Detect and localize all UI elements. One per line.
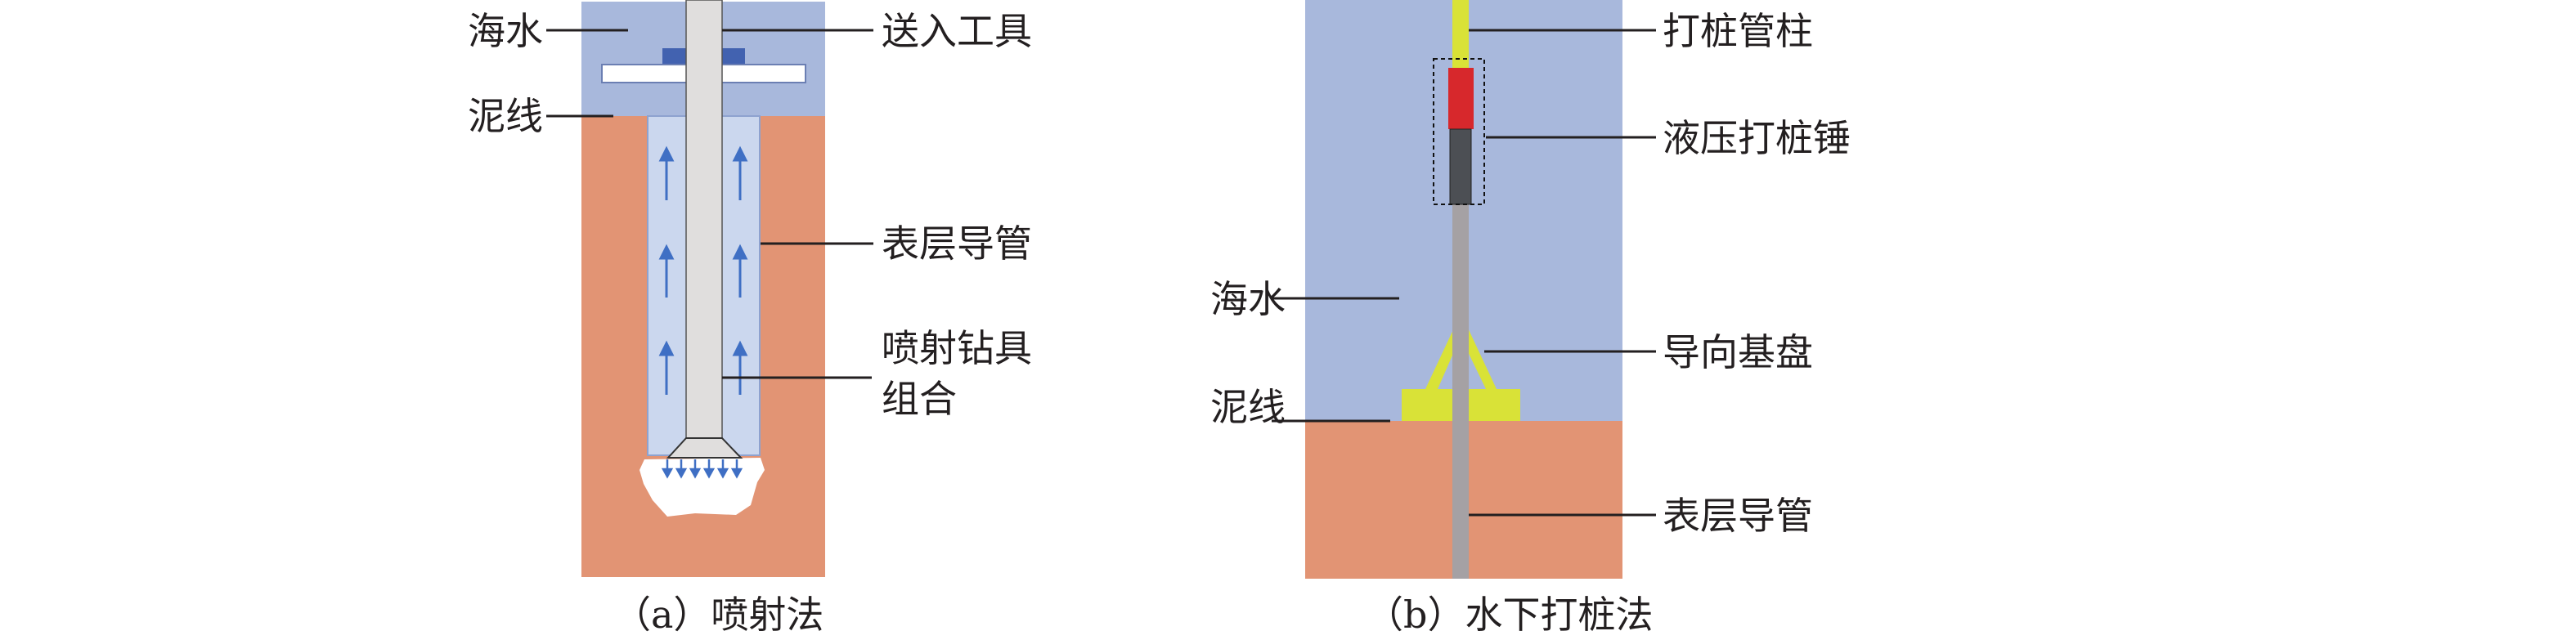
blue-block-right [722, 48, 745, 65]
jet-down-arrows [661, 459, 743, 479]
panel-a-jetting: 海水 泥线 送入工具 表层导管 喷射钻具 组合 （a）喷射法 [468, 0, 1032, 637]
caption-a: （a）喷射法 [613, 593, 824, 637]
label-conductor-a: 表层导管 [882, 222, 1032, 266]
conductor-b [1452, 204, 1469, 579]
label-guide-base: 导向基盘 [1663, 330, 1813, 374]
panel-b-pile-driving: 打桩管柱 液压打桩锤 海水 导向基盘 泥线 表层导管 （b）水下打桩法 [1210, 0, 1851, 637]
upflow-arrows [658, 145, 748, 395]
jet-pipe [685, 0, 723, 439]
label-jetting-bha-1: 喷射钻具 [882, 326, 1032, 370]
label-hydraulic-hammer: 液压打桩锤 [1663, 116, 1851, 160]
hammer-red [1448, 68, 1474, 129]
label-running-tool: 送入工具 [882, 9, 1032, 53]
label-conductor-b: 表层导管 [1663, 494, 1813, 538]
hammer-dark [1449, 128, 1472, 205]
jet-bit [666, 437, 743, 459]
label-pile-string: 打桩管柱 [1663, 9, 1813, 53]
blue-block-left [662, 48, 686, 65]
hammer-dashed-outline [1433, 58, 1485, 205]
label-jetting-bha-2: 组合 [882, 377, 957, 421]
label-mudline-b: 泥线 [1210, 385, 1286, 429]
guide-base-frame [1425, 323, 1497, 389]
caption-b: （b）水下打桩法 [1366, 593, 1653, 637]
jet-cavity [640, 458, 765, 517]
pile-string [1452, 0, 1469, 69]
label-seawater-b: 海水 [1210, 277, 1286, 321]
label-seawater-a: 海水 [468, 9, 543, 53]
label-mudline-a: 泥线 [468, 94, 543, 138]
